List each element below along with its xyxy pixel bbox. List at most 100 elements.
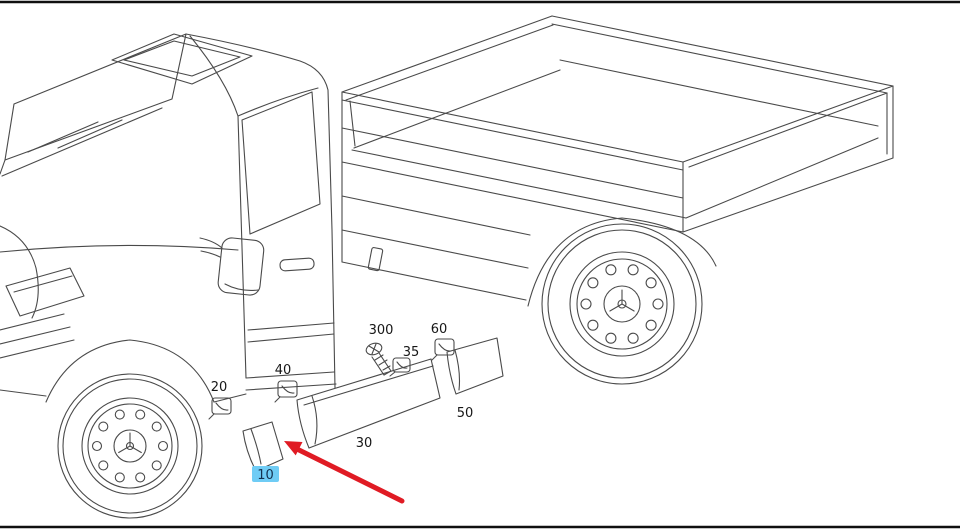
grille-slat <box>0 313 65 331</box>
tire-inner <box>62 378 198 514</box>
lug-hole <box>580 298 592 310</box>
lug-hole <box>605 264 617 276</box>
bed-floor-rear-edge <box>685 137 879 219</box>
door-sill <box>245 383 337 391</box>
rim-outer <box>81 397 179 495</box>
lug-hole <box>98 421 109 432</box>
part-300[interactable]: 300 <box>365 323 394 376</box>
bed-rear-bottom <box>682 157 894 233</box>
door-front-edge <box>237 115 247 379</box>
lug-hole <box>652 298 664 310</box>
screw-head[interactable] <box>365 341 384 356</box>
bed-far-rail-inner <box>551 23 888 94</box>
clip-detail <box>396 361 408 369</box>
moulding-end-seam <box>250 428 262 465</box>
part-20-clip-icon[interactable] <box>208 397 232 420</box>
lug-hole <box>114 409 125 420</box>
windshield <box>4 33 187 161</box>
bed-far-rail <box>551 15 894 87</box>
clip-foot <box>274 396 281 403</box>
moulding-inner-line <box>303 365 434 406</box>
part-60[interactable]: 60 <box>431 322 455 361</box>
part-35-label[interactable]: 35 <box>403 345 420 360</box>
hub <box>113 429 147 463</box>
tire-outer <box>541 223 703 385</box>
arrow-head-icon <box>284 441 303 456</box>
headlight-inner <box>13 275 73 293</box>
part-300-label[interactable]: 300 <box>369 323 394 338</box>
cab-roof-and-rear-edge <box>185 33 336 389</box>
part-300-screw-icon[interactable] <box>365 341 392 376</box>
hub-cap <box>125 441 135 451</box>
chassis-frame-line <box>341 229 529 269</box>
moulding-end-seam <box>454 349 461 391</box>
bed-front-inner-corner <box>349 100 356 147</box>
door-trim-line <box>247 333 335 343</box>
tire-outer <box>57 373 203 519</box>
front-left-edge <box>0 159 6 175</box>
door-top-edge <box>237 87 319 117</box>
grille-slat <box>0 326 71 345</box>
lug-hole <box>98 460 109 471</box>
door-window <box>241 91 321 235</box>
part-40[interactable]: 40 <box>274 363 298 403</box>
door-trim-line <box>247 322 335 331</box>
lug-hole <box>645 319 657 331</box>
mercedes-star-icon <box>118 432 142 454</box>
door-handle <box>279 257 315 272</box>
bed-headboard-top <box>341 15 553 93</box>
grille-slat <box>0 339 75 359</box>
chassis-frame-bottom <box>341 261 527 301</box>
part-10-label[interactable]: 10 <box>257 468 274 483</box>
wiper-icon <box>27 121 99 153</box>
clip-body[interactable] <box>434 338 455 356</box>
tire-inner <box>547 229 697 379</box>
lug-hole <box>135 409 146 420</box>
part-10[interactable]: 10 <box>242 421 284 483</box>
screw-slot <box>368 343 380 355</box>
part-10-moulding-end-cap[interactable] <box>242 421 284 472</box>
sunroof-outer <box>111 33 253 85</box>
part-50-label[interactable]: 50 <box>457 406 474 421</box>
part-20[interactable]: 20 <box>208 380 232 420</box>
lug-hole <box>157 440 169 452</box>
clip-body[interactable] <box>277 380 298 398</box>
a-pillar <box>189 35 239 117</box>
part-10-highlight[interactable] <box>252 466 279 482</box>
callout-parts: 20 40 300 35 <box>208 322 504 504</box>
wiper-icon <box>57 119 123 149</box>
lug-hole <box>645 277 657 289</box>
part-40-clip-icon[interactable] <box>274 380 298 403</box>
part-60-label[interactable]: 60 <box>431 322 448 337</box>
lug-hole <box>587 277 599 289</box>
clip-foot <box>208 413 215 420</box>
moulding-end-seam <box>311 395 318 445</box>
clip-detail <box>438 343 452 352</box>
hub-cap <box>617 299 627 309</box>
mercedes-star-icon <box>609 289 635 312</box>
mirror-arm <box>199 237 223 249</box>
rim-outer <box>569 251 675 357</box>
part-40-label[interactable]: 40 <box>275 363 292 378</box>
bed-rear-rail <box>682 85 894 163</box>
rear-fender-arc <box>527 217 717 307</box>
clip-detail <box>281 385 295 394</box>
bed-floor-front-edge <box>353 69 561 149</box>
part-50[interactable]: 50 <box>446 337 504 421</box>
bed-headboard-top-inner <box>345 24 554 101</box>
bed-far-panel-inner-bottom <box>559 59 879 127</box>
truck-illustration <box>0 15 894 519</box>
part-20-label[interactable]: 20 <box>211 380 228 395</box>
bed-rear-rail-inner <box>688 92 888 168</box>
part-50-moulding-strip[interactable] <box>446 337 504 395</box>
part-30-moulding-strip[interactable] <box>296 358 441 449</box>
clip-body[interactable] <box>211 397 232 415</box>
part-30-label[interactable]: 30 <box>356 436 373 451</box>
screw-threads <box>374 354 392 376</box>
rim-inner <box>576 258 668 350</box>
pointer-arrow <box>284 441 405 504</box>
part-60-clip-icon[interactable] <box>431 338 455 361</box>
part-30[interactable]: 30 <box>296 358 441 451</box>
